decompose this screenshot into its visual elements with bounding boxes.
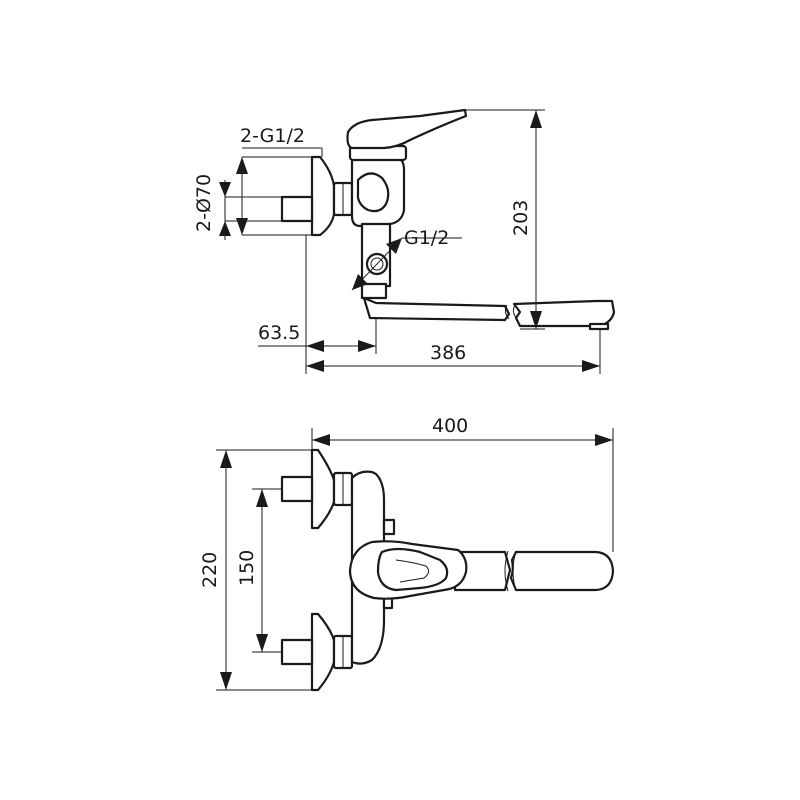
height-label: 203 [510,200,532,236]
flange-diameter-label: 2-Ø70 [193,174,215,232]
lever-handle-top [376,547,449,592]
diverter-knob [382,518,396,536]
upper-flange [310,448,336,530]
aerator [588,322,610,331]
outlet-nut [360,282,388,300]
length-label: 400 [432,415,468,437]
body-recess [356,172,390,213]
upper-inlet [280,475,314,503]
spout-tip [509,550,615,592]
spout-end [512,299,616,328]
offset-label: 63.5 [258,322,300,344]
inlet-thread-label: 2-G1/2 [240,125,305,147]
outlet-thread-label: G1/2 [404,227,449,249]
spacing-label: 150 [236,550,258,586]
spout [362,296,511,322]
width-label: 220 [199,552,221,588]
inlet-pipe [280,195,314,223]
wall-flange [310,155,336,237]
side-view [219,108,616,374]
lever-handle [346,108,468,150]
lower-flange [310,612,336,692]
reach-label: 386 [430,342,466,364]
lower-inlet [280,638,314,666]
top-view [216,428,615,692]
